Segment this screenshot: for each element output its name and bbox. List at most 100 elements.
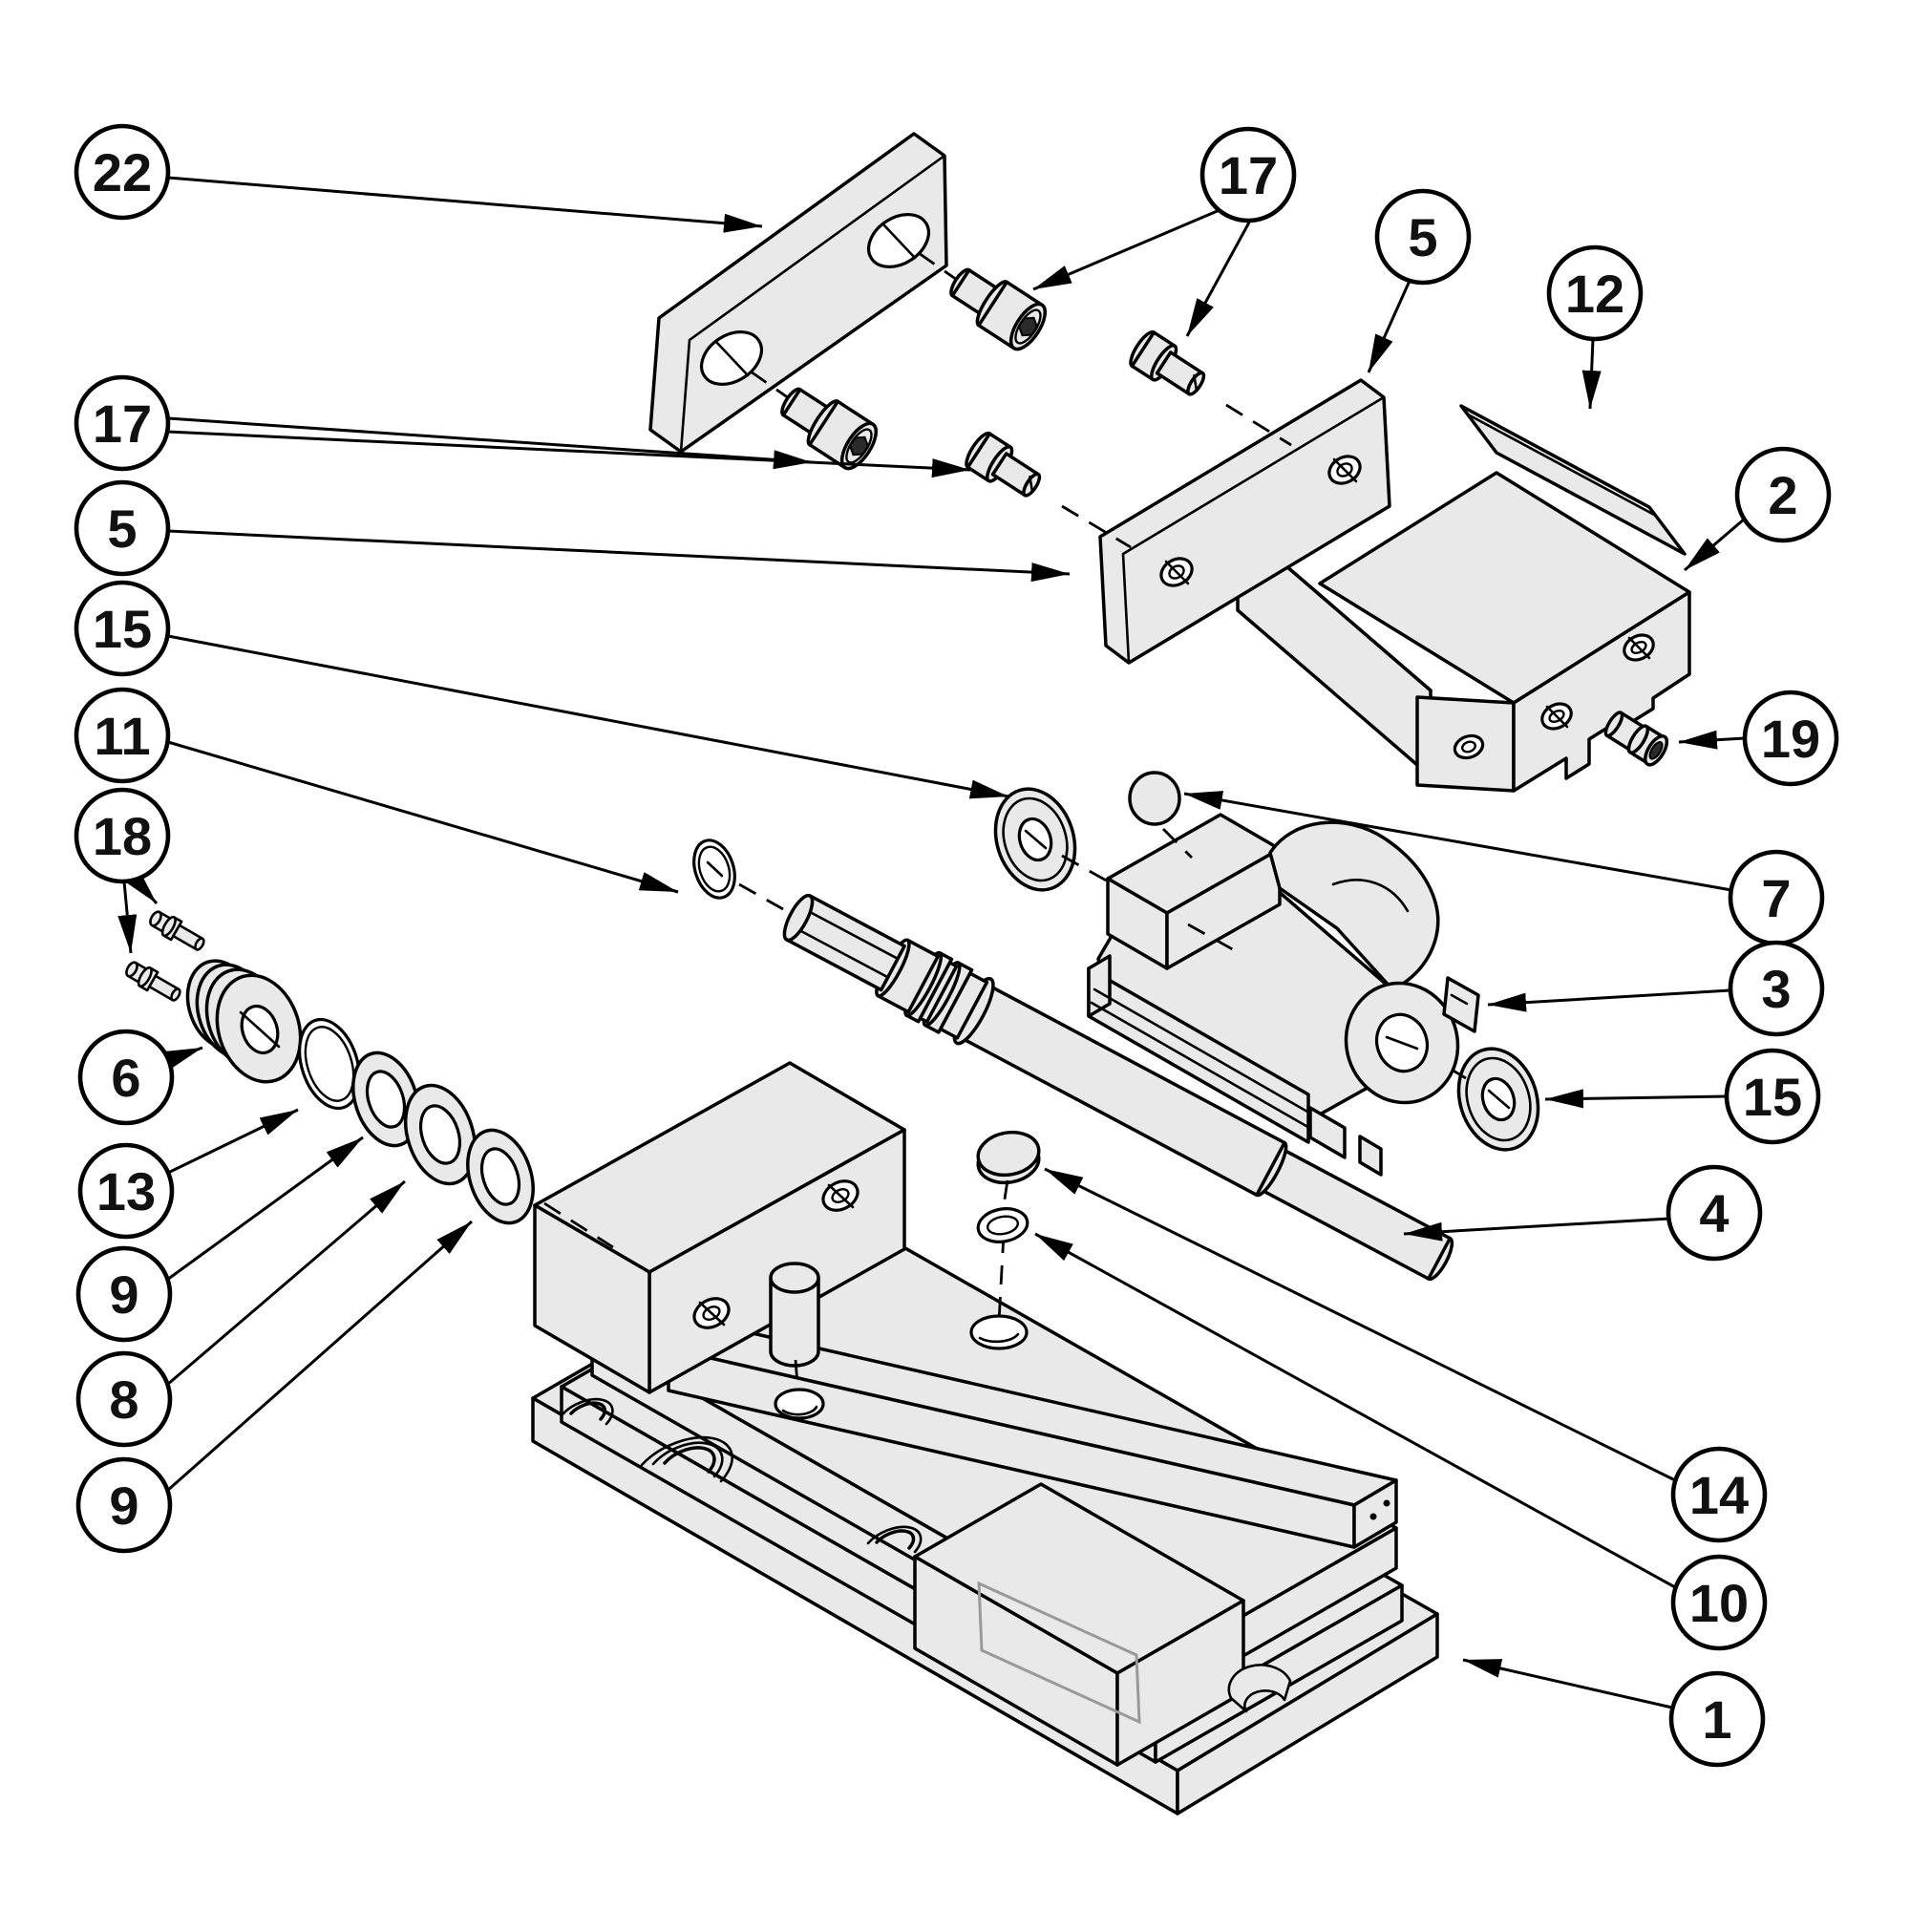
leader-line-6 xyxy=(162,1046,203,1070)
leader-line-15 xyxy=(1544,1089,1728,1109)
washer-9b xyxy=(466,1128,535,1225)
balloon-b18 xyxy=(74,787,171,884)
balloon-label-b11: 11 xyxy=(94,706,150,766)
leader-line-8 xyxy=(166,1179,406,1387)
leader-line-1 xyxy=(1462,1658,1673,1709)
balloon-b10 xyxy=(1670,1554,1768,1651)
balloon-b22 xyxy=(74,123,171,221)
jaw-plate-5 xyxy=(1098,378,1391,665)
leader-line-12 xyxy=(1581,338,1602,410)
callout-13-b13: 13 xyxy=(77,1108,299,1240)
balloon-label-b9a: 9 xyxy=(109,1264,138,1325)
callout-17-b17l: 17 xyxy=(74,374,971,478)
balloon-b17t xyxy=(1199,126,1297,223)
callout-5-b5t: 5 xyxy=(1367,188,1472,373)
callout-15-b15r: 15 xyxy=(1544,1048,1821,1145)
balloon-label-b19: 19 xyxy=(1761,709,1820,769)
balloon-b2 xyxy=(1734,446,1832,543)
balloon-label-b13: 13 xyxy=(96,1161,156,1221)
balloon-label-b2: 2 xyxy=(1768,465,1797,525)
leader-line-3 xyxy=(1487,988,1731,1012)
balloon-label-b3: 3 xyxy=(1761,959,1791,1019)
slide-foot-end xyxy=(1087,954,1112,1018)
balloon-b4 xyxy=(1666,1164,1763,1262)
lead-screw xyxy=(782,893,1454,1282)
rail-end-dot xyxy=(1383,1499,1390,1507)
movable-jaw-body xyxy=(1220,404,1691,793)
detent-ball xyxy=(1128,771,1181,826)
leader-line-17 xyxy=(1032,208,1220,291)
dowel-pin-19 xyxy=(1603,711,1669,767)
o-ring-10 xyxy=(976,1179,1029,1243)
leader-line-17 xyxy=(167,416,813,470)
balloon-label-b9b: 9 xyxy=(109,1476,138,1536)
balloon-b3 xyxy=(1728,940,1825,1037)
balloon-b5t xyxy=(1374,188,1472,286)
retaining-ring-11 xyxy=(692,839,784,911)
leader-line-18 xyxy=(117,881,138,954)
balloon-b6 xyxy=(77,1029,175,1126)
balloon-b19 xyxy=(1742,690,1839,787)
balloon-label-b17t: 17 xyxy=(1219,145,1278,205)
balloon-label-b7: 7 xyxy=(1761,868,1791,928)
slide-tab xyxy=(1308,1106,1347,1159)
spindle-nut-stack xyxy=(125,910,614,1249)
callout-14-b14: 14 xyxy=(1044,1167,1768,1543)
balloon-label-b4: 4 xyxy=(1699,1183,1729,1243)
leader-line-22 xyxy=(167,176,763,233)
callout-19-b19: 19 xyxy=(1678,690,1839,787)
set-pin-18a xyxy=(149,910,205,951)
callout-3-b3: 3 xyxy=(1487,940,1825,1037)
balloon-b12 xyxy=(1546,244,1644,342)
base-rail-end xyxy=(1352,1478,1398,1549)
cap-screw-17a xyxy=(949,267,1048,351)
balloon-b17l xyxy=(74,374,171,472)
balloon-label-b12: 12 xyxy=(1565,264,1624,324)
base-flange-front-right xyxy=(1176,1612,1439,1815)
o-ring-13 xyxy=(298,1017,361,1111)
base-locating-pin xyxy=(769,1262,825,1420)
leader-line-4 xyxy=(1403,1217,1670,1242)
balloon-label-b15l: 15 xyxy=(93,599,152,659)
callout-8-b8: 8 xyxy=(75,1179,406,1448)
callout-9-b9b: 9 xyxy=(75,1220,473,1554)
thrust-washer-15-right xyxy=(1451,1047,1540,1152)
leader-line-5 xyxy=(1367,280,1411,373)
callout-4-b4: 4 xyxy=(1403,1164,1763,1262)
balloon-label-b8: 8 xyxy=(109,1369,138,1430)
balloon-label-b17l: 17 xyxy=(93,393,152,454)
callout-18-b18: 18 xyxy=(74,787,171,954)
slide-cam-hump xyxy=(1268,820,1440,991)
shoulder-screw-17d xyxy=(965,431,1042,498)
balloon-label-b15r: 15 xyxy=(1743,1067,1802,1127)
balloon-label-b6: 6 xyxy=(111,1048,140,1108)
leader-line-13 xyxy=(167,1108,299,1175)
leader-line-14 xyxy=(1044,1167,1676,1482)
shoulder-screw-17c xyxy=(1129,329,1206,396)
slide-lug xyxy=(1442,976,1480,1033)
hex-socket xyxy=(1017,316,1038,337)
callout-17-b17t: 17 xyxy=(1032,126,1297,337)
rail-end-dot xyxy=(1369,1513,1377,1520)
set-pin-18b xyxy=(125,961,181,1002)
base-block-recess xyxy=(977,1581,1141,1725)
base-plug-hole xyxy=(969,1233,1029,1350)
balloon-b8 xyxy=(75,1350,173,1448)
balloon-label-b22: 22 xyxy=(93,142,152,202)
leader-line-19 xyxy=(1678,730,1746,750)
leader-line-10 xyxy=(1034,1232,1676,1589)
cap-screw-17b xyxy=(780,387,879,471)
callout-22-b22: 22 xyxy=(74,123,763,233)
balloon-label-b18: 18 xyxy=(93,806,152,866)
leader-line-17 xyxy=(1185,220,1252,337)
bearing-washer-8 xyxy=(404,1083,477,1186)
movable-jaw-slide xyxy=(1087,813,1480,1177)
jaw-screw-holes xyxy=(1540,633,1655,731)
thrust-washer-15-left xyxy=(993,787,1239,954)
leader-line-7 xyxy=(1183,791,1732,892)
leader-line-18 xyxy=(124,868,159,904)
flanged-nut-6 xyxy=(185,959,303,1084)
balloon-label-b14: 14 xyxy=(1689,1465,1749,1525)
